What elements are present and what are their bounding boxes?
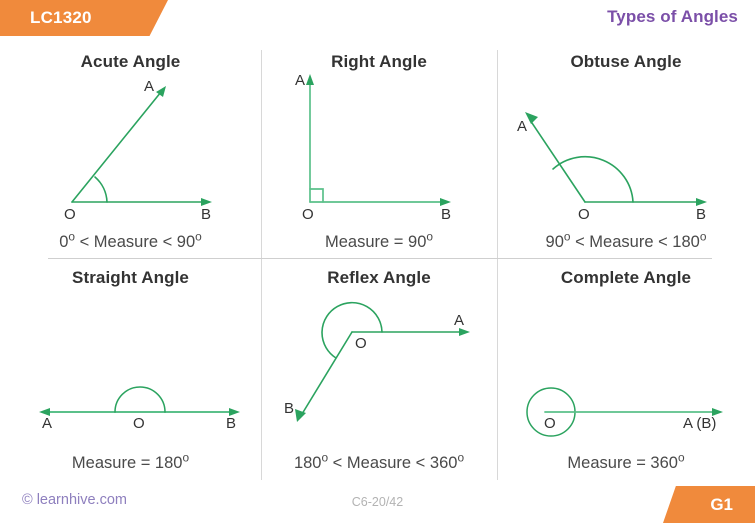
vertical-divider-left [261,50,262,480]
figure-complete-angle [526,387,723,437]
figure-straight-angle [39,386,240,416]
label-o-right: O [302,206,314,223]
panel-obtuse-angle: Obtuse Angle A O B 90o < Measure < 180o [497,50,755,258]
vertical-divider-right [497,50,498,480]
label-o-complete: O [544,415,556,432]
arrowhead-b-acute [201,198,212,206]
arrowhead-a-straight [39,408,50,416]
panel-complete-angle: Complete Angle O A (B) Measure = 360o [497,264,755,483]
panel-title-right: Right Angle [331,52,427,71]
footer-copyright[interactable]: © learnhive.com [22,492,127,508]
label-o-reflex: O [355,335,367,352]
figure-right-angle [306,74,451,206]
footer-page-code: C6-20/42 [351,495,404,509]
figure-reflex-angle [295,301,470,422]
caption-obtuse: 90o < Measure < 180o [545,229,707,251]
label-a-obtuse: A [517,118,528,135]
caption-complete: Measure = 360o [567,450,685,472]
arrowhead-b-obtuse [696,198,707,206]
arrowhead-b-straight [229,408,240,416]
grade-label: G1 [710,495,733,514]
caption-reflex: 180o < Measure < 360o [293,450,465,472]
label-o-straight: O [133,415,145,432]
label-o-obtuse: O [578,206,590,223]
caption-straight: Measure = 180o [71,450,190,472]
figure-obtuse-angle [525,112,707,206]
lesson-code-label: LC1320 [30,8,92,27]
panel-title-reflex: Reflex Angle [327,268,431,287]
panel-title-straight: Straight Angle [72,268,189,287]
arrowhead-b-reflex [295,409,306,422]
caption-right: Measure = 90o [325,229,433,251]
label-a-acute: A [144,78,155,95]
page-title: Types of Angles [607,7,738,26]
panel-reflex-angle: Reflex Angle A O B 180o < Measure < 360o [261,264,497,483]
label-b-right: B [441,206,452,223]
footer-tag-shape [663,486,755,523]
panel-title-obtuse: Obtuse Angle [570,52,682,71]
horizontal-divider [48,258,712,259]
figure-acute-angle [71,86,212,206]
panel-title-acute: Acute Angle [80,52,181,71]
arrowhead-a-right [306,74,314,85]
panel-right-angle: Right Angle A O B Measure = 90o [261,50,497,258]
label-b-acute: B [201,206,212,223]
label-a-reflex: A [454,312,465,329]
label-b-obtuse: B [696,206,707,223]
panel-straight-angle: Straight Angle A O B Measure = 180o [0,264,261,483]
caption-acute: 0o < Measure < 90o [59,229,202,251]
arrowhead-a-acute [156,86,166,97]
arrowhead-a-reflex [459,328,470,336]
arrowhead-a-complete [712,408,723,416]
label-b-straight: B [226,415,237,432]
label-a-right: A [295,72,306,89]
label-ab-complete: A (B) [683,415,717,432]
arrowhead-a-obtuse [525,112,538,124]
panel-acute-angle: Acute Angle A O B 0o < Measure < 90o [0,50,261,258]
label-a-straight: A [42,415,53,432]
header-tag-shape [0,0,168,36]
arrowhead-b-right [440,198,451,206]
label-b-reflex: B [284,400,295,417]
panel-title-complete: Complete Angle [560,268,692,287]
label-o-acute: O [64,206,76,223]
